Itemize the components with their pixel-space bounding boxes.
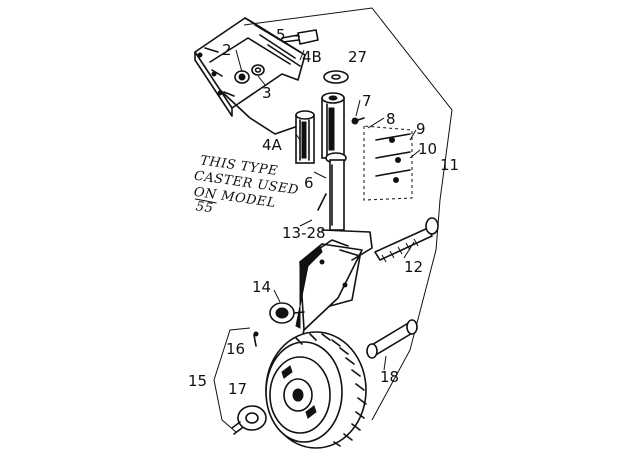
spacer-tube-4a [295, 110, 315, 164]
label-part-5: 5 [276, 26, 286, 44]
model-note: THIS TYPE CASTER USED ON MODEL 55 [193, 153, 300, 216]
label-part-13-28: 13-28 [282, 224, 326, 242]
caster-wheel [265, 331, 367, 449]
label-part-6: 6 [304, 174, 314, 192]
nut-2 [234, 70, 250, 84]
label-part-16: 16 [226, 340, 245, 358]
washer-27 [323, 70, 349, 84]
label-part-12: 12 [404, 258, 423, 276]
label-part-10: 10 [418, 140, 437, 158]
label-part-9: 9 [416, 120, 426, 138]
grease-fitting-7 [351, 117, 365, 125]
center-tube [321, 92, 345, 159]
swivel-post [317, 152, 347, 231]
washer-3 [251, 64, 265, 76]
group-11-outline [243, 7, 453, 421]
axle-bolt-12 [374, 217, 439, 263]
label-part-4b: 4B [302, 48, 322, 66]
label-part-2: 2 [222, 41, 232, 59]
group-15-bracket [213, 327, 251, 433]
mounting-bracket [194, 17, 306, 135]
label-part-3: 3 [262, 84, 272, 102]
label-part-11: 11 [440, 156, 459, 174]
leader-lines [235, 35, 421, 371]
note-line-4: 55 [195, 199, 214, 216]
label-part-17: 17 [228, 380, 247, 398]
label-part-7: 7 [362, 92, 372, 110]
label-part-8: 8 [386, 110, 396, 128]
bushing-assembly-8-10 [363, 125, 413, 201]
hub-bearing-17 [231, 405, 267, 435]
label-part-27: 27 [348, 48, 367, 66]
caster-fork [295, 229, 373, 339]
axle-tube-18 [366, 319, 418, 359]
label-part-4a: 4A [262, 136, 283, 154]
bolt-16 [253, 331, 259, 347]
label-part-14: 14 [252, 278, 271, 296]
label-part-18: 18 [380, 368, 399, 386]
nut-14 [269, 302, 305, 324]
label-part-15: 15 [188, 372, 207, 390]
bolt-5 [281, 29, 319, 45]
